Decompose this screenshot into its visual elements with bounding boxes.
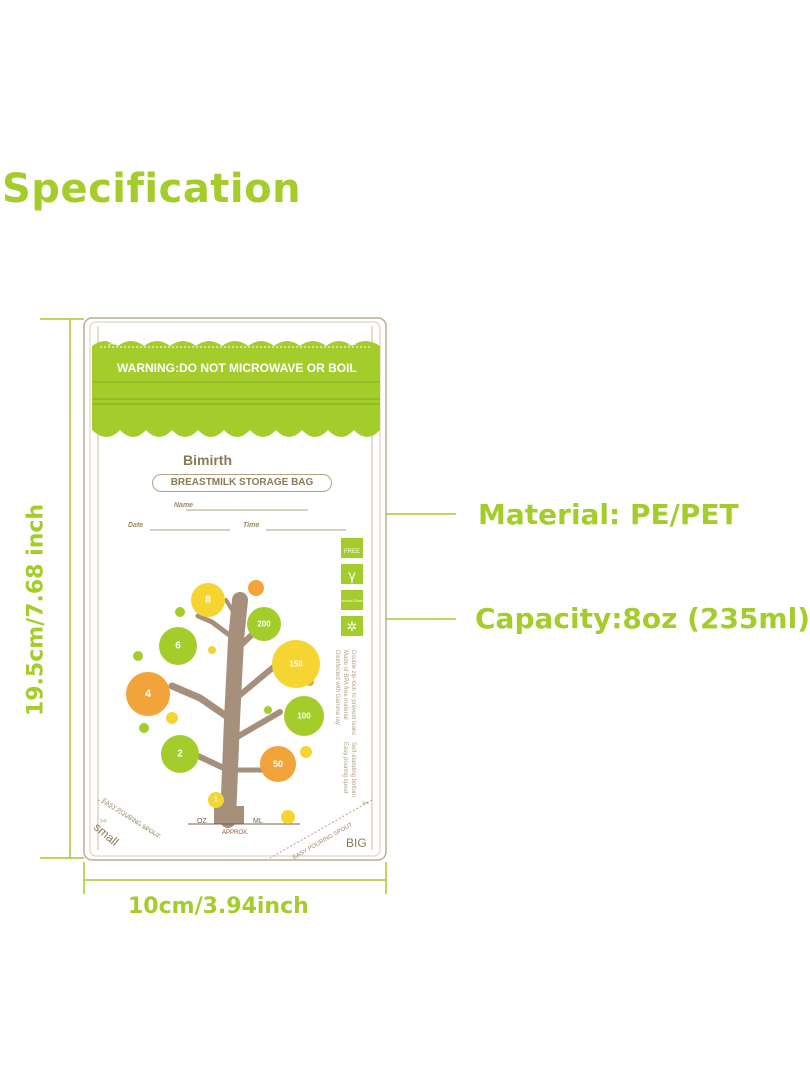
feature-item: Easy pouring spout — [342, 742, 348, 794]
bag-product-name: BREASTMILK STORAGE BAG — [152, 474, 332, 492]
oz-mark-1 — [208, 792, 224, 808]
ml-mark-150-label: 150 — [289, 660, 303, 669]
scissors-icon-bottom-right: ✂ — [362, 799, 370, 809]
bag-time-label: Time — [243, 522, 260, 529]
medical-grade-badge — [341, 590, 363, 610]
snowflake-icon: ✲ — [347, 620, 358, 635]
bag-warning-text: WARNING:DO NOT MICROWAVE OR BOIL — [117, 361, 357, 375]
oz-mark-2-label: 2 — [177, 749, 183, 760]
bag-name-label: Name — [174, 502, 194, 509]
page-title: Specification — [2, 166, 302, 212]
ml-mark-100-label: 100 — [297, 712, 311, 721]
gamma-badge — [341, 564, 363, 584]
oz-mark-8-label: 8 — [205, 595, 211, 606]
bag-inner-outline — [89, 321, 381, 857]
ml-mark-50 — [260, 746, 296, 782]
bpa-free-badge-label: FREE — [344, 549, 360, 555]
big-spout-label: BIG — [346, 836, 367, 850]
feature-item: Double zip-lock to prevent leaks — [350, 650, 356, 736]
ml-scale-label: ML — [253, 818, 263, 825]
approx-label: APPROX. — [222, 830, 249, 836]
bag-brand: Bimirth — [183, 452, 232, 468]
ml-mark-150 — [272, 640, 320, 688]
feature-item: Made of BPA free material — [342, 650, 348, 720]
scissors-icon-bottom-left: ✂ — [100, 817, 108, 827]
ml-mark-200-label: 200 — [257, 620, 271, 629]
ml-mark-50-label: 50 — [273, 759, 283, 769]
feature-item: Self-standing bottom — [350, 742, 356, 798]
bpa-free-badge — [341, 538, 363, 558]
scissors-icon-right: ✂ — [348, 339, 356, 350]
tree-base — [214, 806, 244, 824]
scissors-icon-left: ✂ — [108, 339, 116, 350]
freeze-badge — [341, 616, 363, 636]
gamma-icon: γ — [348, 569, 356, 584]
volume-scale — [126, 583, 324, 808]
feature-item: Disinfected with Gamma ray — [334, 650, 340, 726]
oz-mark-1-label: 1 — [214, 797, 218, 804]
oz-mark-4-label: 4 — [145, 688, 152, 700]
bag-header-band — [92, 341, 380, 437]
material-callout: Material: PE/PET — [478, 498, 739, 531]
medical-grade-badge-label: Medical Grade — [339, 598, 366, 603]
bag-date-label: Date — [128, 522, 144, 529]
oz-mark-4 — [126, 672, 170, 716]
ml-mark-200 — [247, 607, 281, 641]
ml-mark-100 — [284, 696, 324, 736]
oz-scale-label: OZ — [197, 818, 207, 825]
capacity-callout: Capacity:8oz (235ml) — [475, 602, 810, 635]
oz-mark-6-label: 6 — [175, 641, 181, 652]
width-dimension-label: 10cm/3.94inch — [128, 894, 309, 919]
oz-mark-8 — [191, 583, 225, 617]
oz-mark-2 — [161, 735, 199, 773]
oz-mark-6 — [159, 627, 197, 665]
